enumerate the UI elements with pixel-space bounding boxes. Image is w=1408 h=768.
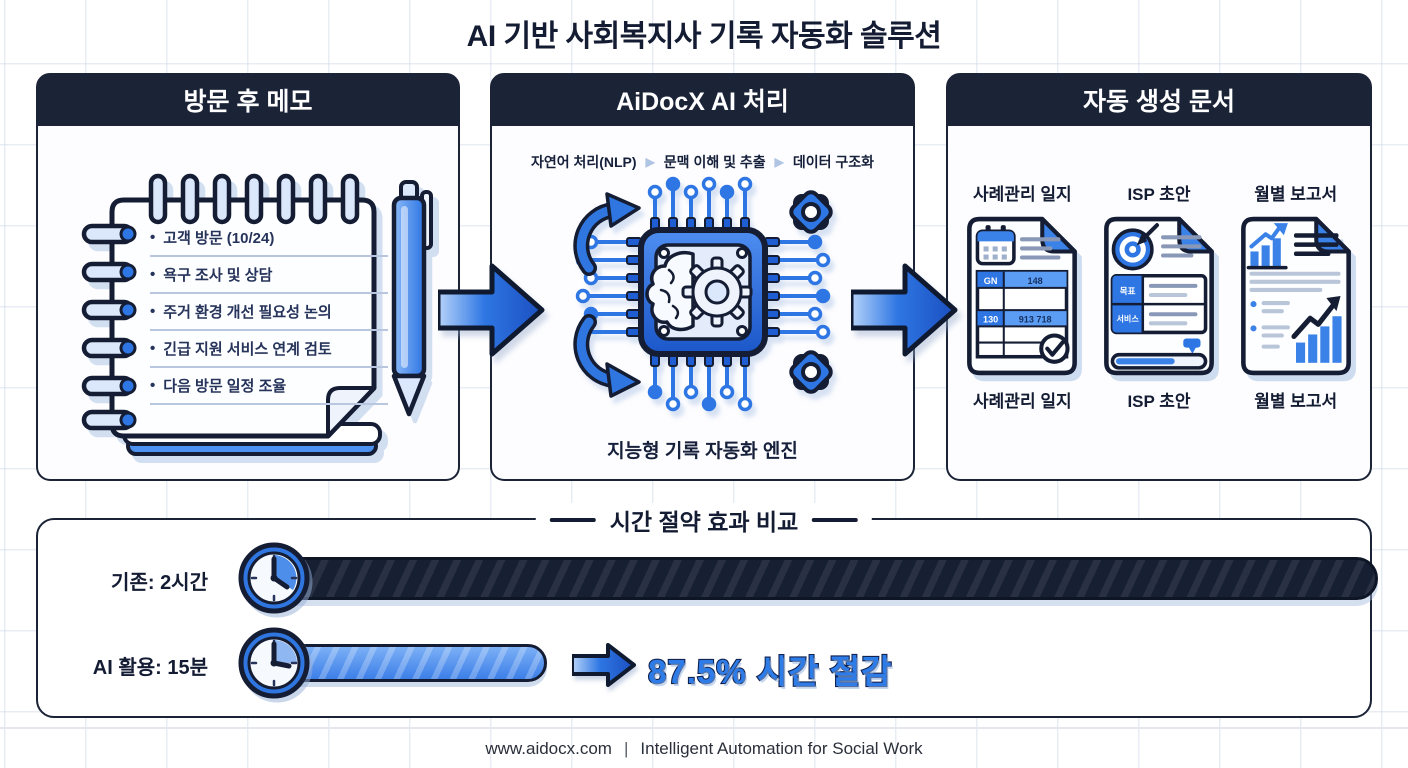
bullet: •	[150, 303, 156, 320]
chevron-right-icon: ▶	[645, 155, 655, 169]
bullet-lines	[1250, 301, 1290, 349]
spiral-binding-top	[148, 173, 360, 225]
footer-separator: |	[623, 739, 629, 758]
progress-bar	[1110, 352, 1208, 370]
ai-panel: AiDocX AI 처리 자연어 처리(NLP) ▶ 문맥 이해 및 추출 ▶ …	[490, 73, 915, 481]
notebook-icon	[81, 173, 433, 456]
calendar-icon	[976, 225, 1017, 266]
case-log-document-icon: GN 148 130 913 718	[967, 216, 1078, 376]
cycle-arrow-icon	[572, 314, 641, 398]
mini-chart-icon	[1246, 223, 1288, 270]
gear-icon	[681, 256, 752, 328]
bar-old-time	[274, 557, 1378, 600]
trend-chart-icon	[1291, 296, 1342, 363]
note-text: 다음 방문 일정 조율	[163, 378, 287, 395]
doc-label-bottom: 사례관리 일지	[973, 392, 1072, 411]
doc-label-bottom: 월별 보고서	[1254, 392, 1338, 411]
bar-label-ai: AI 활용: 15분	[92, 657, 208, 679]
footer-tagline: Intelligent Automation for Social Work	[640, 739, 923, 758]
pipeline-step: 자연어 처리(NLP)	[530, 154, 637, 170]
page-title: AI 기반 사회복지사 기록 자동화 솔루션	[466, 20, 942, 53]
bar-ai-time	[274, 644, 547, 682]
svg-text:GN: GN	[984, 276, 998, 286]
progress-marker-icon	[1183, 338, 1201, 354]
list-item: • 욕구 조사 및 상담	[150, 257, 388, 294]
doc-label-bottom: ISP 초안	[1127, 392, 1191, 411]
footer-divider	[0, 727, 1408, 729]
doc-label-top: ISP 초안	[1127, 185, 1191, 204]
gear-icon	[788, 190, 833, 234]
list-item: • 긴급 지원 서비스 연계 검토	[150, 331, 388, 368]
gear-icon	[788, 350, 833, 394]
note-text: 고객 방문 (10/24)	[163, 230, 275, 247]
memo-panel: 방문 후 메모	[36, 73, 460, 481]
result-arrow-icon	[572, 643, 636, 687]
clock-icon	[238, 627, 310, 699]
nlp-pipeline: 자연어 처리(NLP) ▶ 문맥 이해 및 추출 ▶ 데이터 구조화	[492, 152, 913, 172]
memo-panel-header: 방문 후 메모	[36, 73, 460, 126]
brain-icon	[644, 251, 695, 332]
monthly-report-document-icon	[1240, 216, 1351, 376]
flow-arrow-icon	[851, 263, 958, 357]
list-item: • 주거 환경 개선 필요성 논의	[150, 294, 388, 331]
documents-grid: 사례관리 일지 ISP 초안 월별 보고서	[954, 180, 1364, 412]
bar-label-old: 기존: 2시간	[111, 572, 208, 594]
svg-text:130: 130	[983, 314, 998, 324]
spiral-binding-left	[81, 223, 137, 431]
check-icon	[1039, 333, 1070, 364]
title-dash	[549, 518, 596, 522]
target-icon	[1111, 223, 1159, 271]
svg-text:913 718: 913 718	[1019, 314, 1052, 324]
svg-text:목표: 목표	[1120, 286, 1136, 296]
bullet: •	[150, 229, 156, 246]
bullet: •	[150, 377, 156, 394]
clock-icon	[238, 542, 310, 614]
cycle-arrow-icon	[572, 192, 641, 276]
time-saving-result: 87.5% 시간 절감	[647, 652, 893, 691]
svg-text:148: 148	[1028, 276, 1043, 286]
docs-panel-header: 자동 생성 문서	[946, 73, 1372, 126]
note-text: 긴급 지원 서비스 연계 검토	[163, 341, 332, 358]
docs-panel: 자동 생성 문서 사례관리 일지 ISP 초안 월별 보고서	[946, 73, 1372, 481]
memo-panel-body: • 고객 방문 (10/24) • 욕구 조사 및 상담 • 주거 환경 개선 필요성…	[36, 126, 460, 481]
docs-panel-body: 사례관리 일지 ISP 초안 월별 보고서	[946, 126, 1372, 481]
flow-arrow-icon	[438, 263, 545, 357]
svg-text:서비스: 서비스	[1116, 313, 1139, 323]
ai-panel-body: 자연어 처리(NLP) ▶ 문맥 이해 및 추출 ▶ 데이터 구조화	[490, 126, 915, 481]
doc-label-top: 사례관리 일지	[973, 185, 1072, 204]
ai-engine-caption: 지능형 기록 자동화 엔진	[607, 441, 798, 462]
title-dash	[812, 518, 859, 522]
memo-notes-list: • 고객 방문 (10/24) • 욕구 조사 및 상담 • 주거 환경 개선 필요성…	[150, 220, 388, 405]
pipeline-step: 데이터 구조화	[792, 154, 875, 170]
bullet: •	[150, 340, 156, 357]
pipeline-step: 문맥 이해 및 추출	[663, 154, 766, 170]
note-text: 욕구 조사 및 상담	[163, 267, 273, 284]
footer-url: www.aidocx.com	[485, 739, 612, 758]
list-item: • 다음 방문 일정 조율	[150, 368, 388, 405]
circuit-traces	[588, 190, 817, 398]
comparison-title-text: 시간 절약 효과 비교	[609, 509, 799, 535]
pen-icon	[391, 180, 433, 417]
bullet: •	[150, 266, 156, 283]
ai-panel-header: AiDocX AI 처리	[490, 73, 915, 126]
time-comparison-panel: 시간 절약 효과 비교 기존: 2시간 AI 활용: 15분 87.5% 시간 …	[36, 503, 1378, 718]
isp-table: 목표 서비스	[1110, 273, 1208, 335]
comparison-title: 시간 절약 효과 비교	[535, 503, 873, 537]
doc-label-top: 월별 보고서	[1254, 185, 1338, 204]
isp-draft-document-icon: 목표 서비스	[1104, 216, 1214, 376]
footer: www.aidocx.com | Intelligent Automation …	[0, 739, 1408, 759]
list-item: • 고객 방문 (10/24)	[150, 220, 388, 257]
ai-chip-icon	[572, 176, 833, 412]
chevron-right-icon: ▶	[774, 155, 784, 169]
note-text: 주거 환경 개선 필요성 논의	[163, 304, 332, 321]
